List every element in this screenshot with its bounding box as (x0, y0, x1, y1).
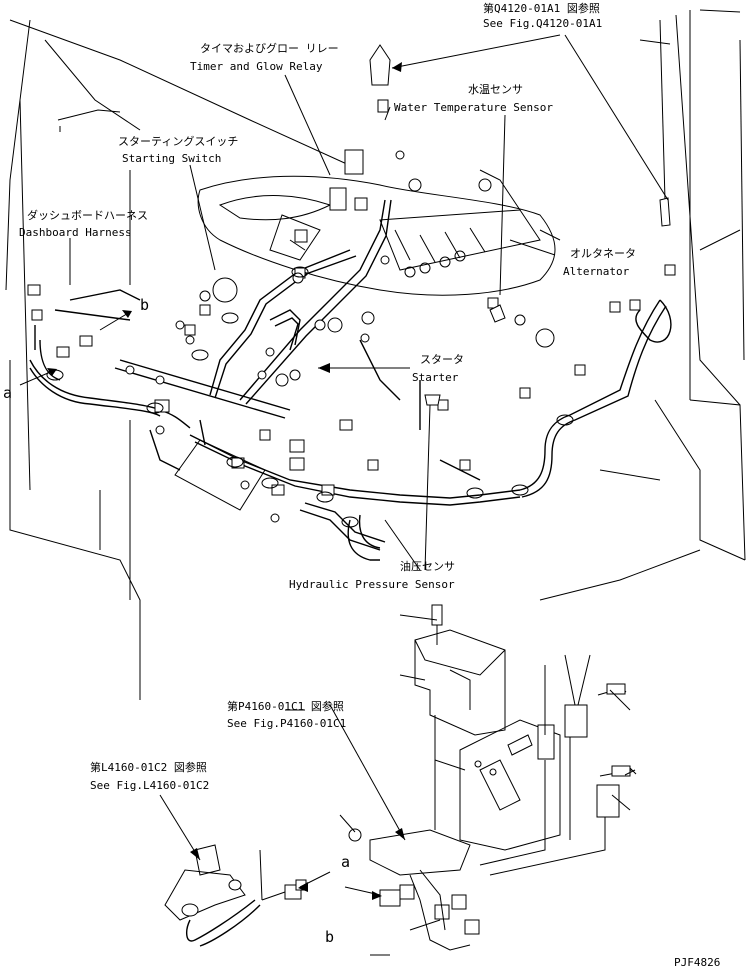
ref-b-top: b (140, 296, 149, 314)
fig-q4120-en: See Fig.Q4120-01A1 (483, 17, 602, 30)
fig-l4160-jp: 第L4160-01C2 図参照 (90, 760, 207, 774)
alt-label-jp: オルタネータ (570, 247, 636, 260)
dash-label-en: Dashboard Harness (19, 226, 132, 239)
dash-label-jp: ダッシュボードハーネス (27, 208, 148, 222)
hyd-label-en: Hydraulic Pressure Sensor (289, 578, 455, 591)
fig-p4160-jp: 第P4160-01C1 図参照 (227, 699, 344, 713)
text-labels: 第Q4120-01A1 図参照 See Fig.Q4120-01A1 タイマおよ… (3, 1, 720, 969)
starter-label-en: Starter (412, 371, 459, 384)
timer-label-jp: タイマおよびグロー リレー (200, 41, 339, 55)
fig-q4120-jp: 第Q4120-01A1 図参照 (483, 1, 600, 15)
starter-label-jp: スタータ (420, 353, 464, 366)
leader-lines (19, 34, 669, 956)
alt-label-en: Alternator (563, 265, 630, 278)
water-label-jp: 水温センサ (468, 83, 523, 96)
engine-block (197, 169, 561, 296)
ref-a-top: a (3, 384, 12, 402)
machine-frame-outline (5, 9, 746, 700)
hyd-label-jp: 油圧センサ (400, 559, 455, 573)
relay-bracket-assembly (348, 604, 637, 951)
ref-a-bottom: a (341, 853, 350, 871)
ref-b-bottom: b (325, 928, 334, 946)
harness-connectors (27, 44, 676, 523)
timer-label-en: Timer and Glow Relay (190, 60, 323, 73)
drawing-number: PJF4826 (674, 956, 720, 969)
harness-bracket-plate (174, 439, 266, 511)
fig-p4160-en: See Fig.P4160-01C1 (227, 717, 346, 730)
fig-l4160-en: See Fig.L4160-01C2 (90, 779, 209, 792)
starting-switch-detail (164, 844, 307, 947)
water-label-en: Water Temperature Sensor (394, 101, 553, 114)
starting-label-en: Starting Switch (122, 152, 221, 165)
starting-label-jp: スターティングスイッチ (118, 134, 238, 148)
main-harness (29, 199, 672, 561)
